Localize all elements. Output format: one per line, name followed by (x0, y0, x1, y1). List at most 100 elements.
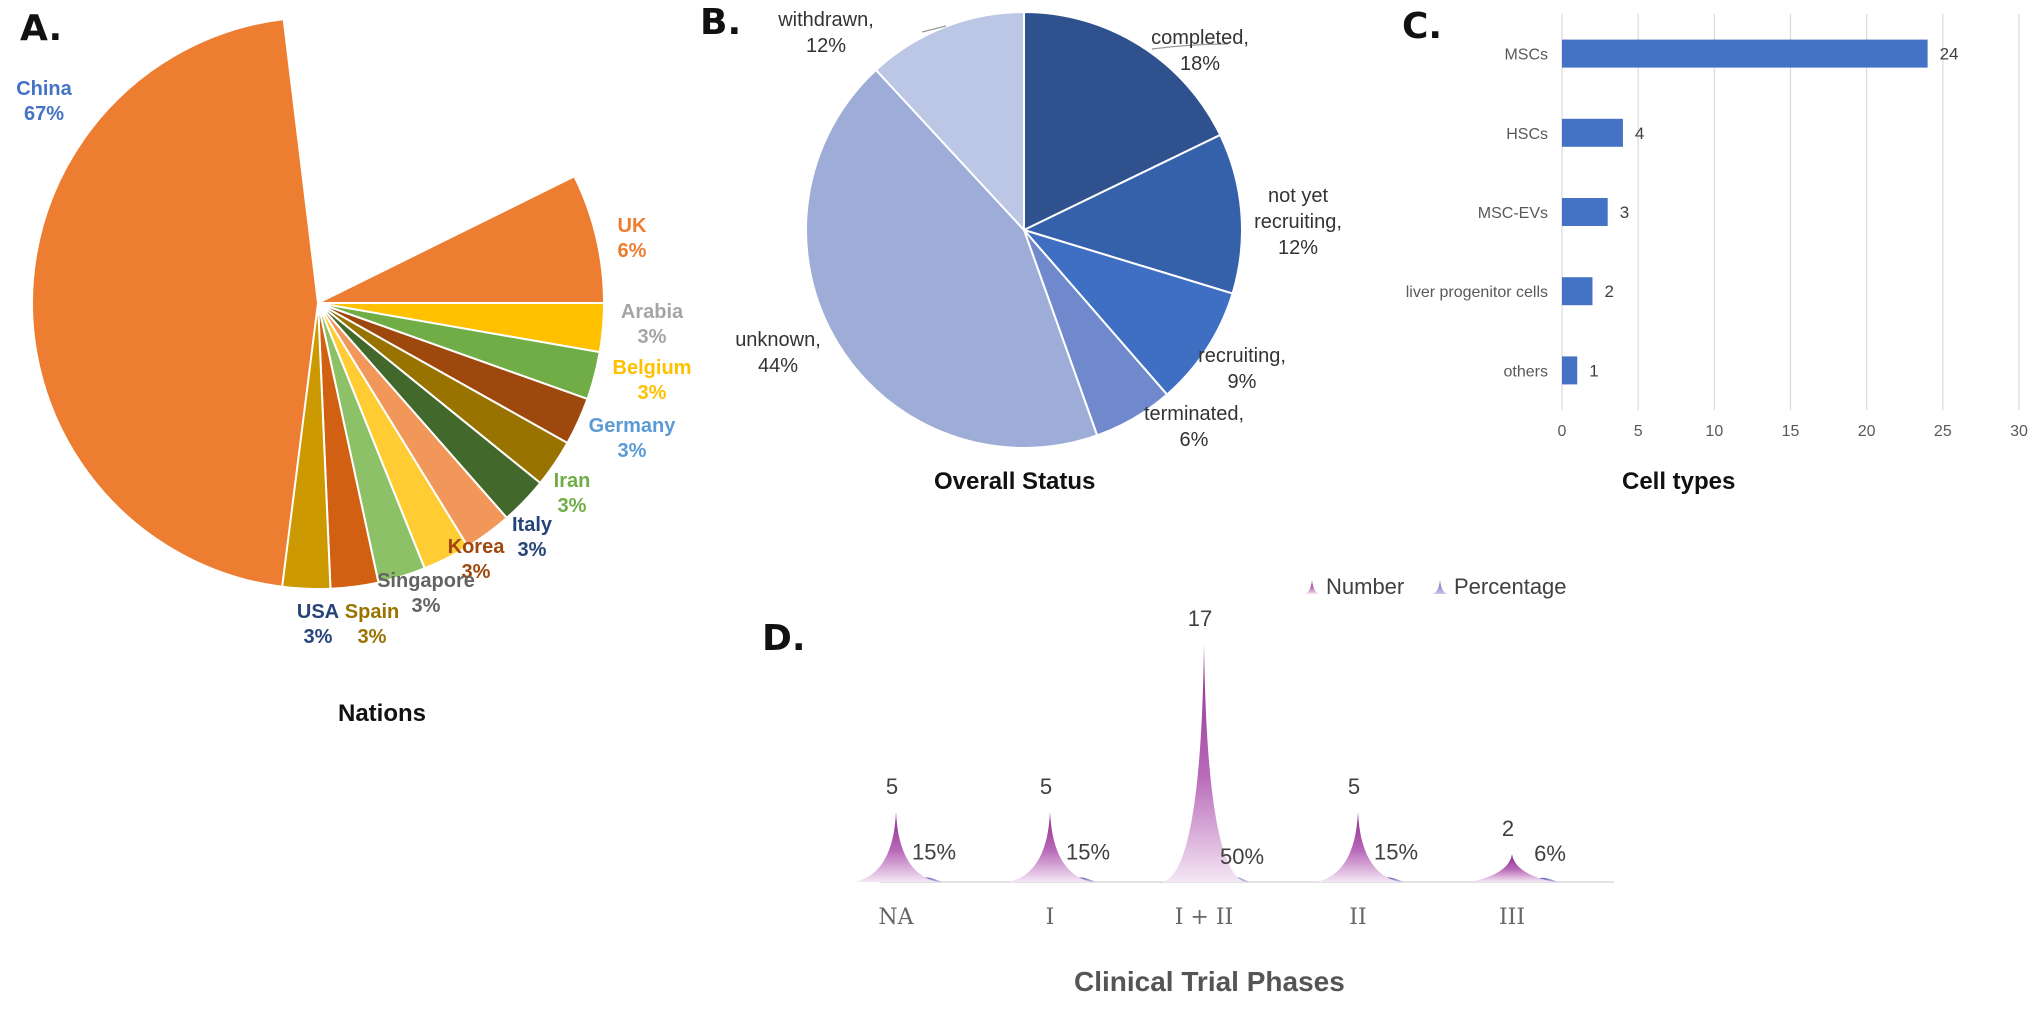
status-label-line-terminated-0: terminated, (1144, 403, 1244, 425)
phases-number-spike-iii (1470, 854, 1554, 882)
status-label-line-withdrawn-1: 12% (806, 35, 846, 57)
nations-label-pct-arabia: 3% (638, 326, 667, 348)
status-leader-withdrawn (921, 25, 947, 33)
status-label-recruiting: recruiting, 9% (1198, 345, 1286, 393)
phases-number-spike-i-ii (1162, 644, 1246, 882)
panel-letter-a: A. (20, 8, 63, 49)
phases-number-spike-na (854, 812, 938, 882)
nations-label-pct-italy: 3% (518, 539, 547, 561)
nations-label-name-italy: Italy (512, 514, 553, 536)
phases-chart-title: Clinical Trial Phases (1074, 966, 1345, 997)
cell-types-xtick-30: 30 (2010, 423, 2028, 440)
cell-types-chart-title: Cell types (1622, 468, 1736, 495)
cell-types-xtick-20: 20 (1858, 423, 1876, 440)
nations-label-name-belgium: Belgium (613, 357, 692, 379)
nations-label-china: China 67% (16, 78, 72, 125)
cell-types-xtick-25: 25 (1934, 423, 1952, 440)
cell-types-bar-msc-evs (1562, 198, 1608, 226)
nations-label-name-usa: USA (297, 601, 339, 623)
panel-letter-b: B. (700, 2, 742, 43)
status-label-unknown: unknown,44% (735, 329, 821, 377)
cell-types-bar-hscs (1562, 118, 1623, 147)
cell-types-xtick-0: 0 (1558, 423, 1567, 440)
phases-percentage-label-i: 15% (1066, 840, 1110, 865)
nations-label-arabia: Arabia 3% (621, 301, 684, 348)
status-slice-withdrawn (874, 10, 1025, 233)
phases-legend-marker-number (1305, 580, 1319, 594)
cell-types-xtick-10: 10 (1705, 423, 1723, 440)
nations-label-name-uk: UK (618, 215, 647, 237)
phases-percentage-label-ii: 15% (1374, 840, 1418, 865)
status-slice-not-yet-recruiting (1021, 133, 1243, 295)
nations-label-uk: UK 6% (618, 215, 647, 262)
phases-category-iii: III (1499, 905, 1525, 930)
cell-types-value-hscs: 4 (1635, 124, 1644, 143)
nations-label-pct-china: 67% (24, 103, 64, 125)
status-label-line-completed-0: completed, (1151, 27, 1249, 49)
phases-number-spike-i (1008, 812, 1092, 882)
status-label-not-yet-recruiting: not yet recruiting, 12% (1254, 185, 1342, 259)
status-label-line-recruiting-0: recruiting, (1198, 345, 1286, 367)
nations-label-pct-iran: 3% (558, 495, 587, 517)
phases-legend-label-percentage: Percentage (1454, 574, 1567, 599)
nations-label-pct-singapore: 3% (412, 595, 441, 617)
status-label-line-not-yet-recruiting-1: recruiting, (1254, 211, 1342, 233)
status-slice-recruiting (1020, 228, 1234, 396)
cell-types-category-others: others (1504, 363, 1548, 380)
status-slice-unknown (805, 68, 1099, 449)
status-label-line-not-yet-recruiting-2: 12% (1278, 237, 1318, 259)
nations-label-name-germany: Germany (589, 415, 677, 437)
nations-label-italy: Italy 3% (512, 514, 553, 561)
nations-label-pct-uk: 6% (618, 240, 647, 262)
nations-chart-title: Nations (338, 700, 427, 727)
nations-label-pct-usa: 3% (304, 626, 333, 648)
cell-types-xtick-15: 15 (1782, 423, 1800, 440)
status-label-line-unknown-0: unknown, (735, 329, 821, 351)
nations-label-korea: Korea 3% (448, 536, 506, 583)
cell-types-xtick-5: 5 (1634, 423, 1643, 440)
phases-percentage-label-na: 15% (912, 840, 956, 865)
cell-types-bar-mscs (1562, 39, 1928, 68)
cell-types-value-others: 1 (1589, 361, 1598, 380)
status-leader-completed (1151, 43, 1229, 50)
phases-category-na: NA (878, 905, 914, 930)
phases-legend-label-number: Number (1326, 574, 1404, 599)
status-label-line-not-yet-recruiting-0: not yet (1268, 185, 1328, 207)
phases-category-i-ii: I + II (1175, 905, 1234, 930)
phases-number-label-ii: 5 (1348, 774, 1360, 799)
nations-slice-usa (281, 302, 332, 590)
cell-types-value-msc-evs: 3 (1620, 203, 1629, 222)
nations-label-pct-korea: 3% (462, 561, 491, 583)
nations-label-name-korea: Korea (448, 536, 506, 558)
nations-label-name-singapore: Singapore (377, 570, 475, 592)
phases-number-label-i-ii: 17 (1188, 606, 1212, 631)
cell-types-bar-others (1562, 356, 1578, 385)
panel-letter-c: C. (1402, 6, 1443, 47)
phases-legend-marker-percentage (1433, 580, 1447, 594)
nations-label-singapore: Singapore 3% (377, 570, 475, 617)
status-label-line-recruiting-1: 9% (1228, 371, 1257, 393)
status-label-line-withdrawn-0: withdrawn, (777, 9, 874, 31)
status-label-line-completed-1: 18% (1180, 53, 1220, 75)
nations-label-name-iran: Iran (554, 470, 591, 492)
cell-types-value-liver-progenitor-cells: 2 (1604, 282, 1613, 301)
nations-label-name-spain: Spain (345, 601, 399, 623)
nations-label-name-china: China (16, 78, 72, 100)
phases-number-label-i: 5 (1040, 774, 1052, 799)
status-label-terminated: terminated,6% (1144, 403, 1244, 451)
phases-percentage-label-iii: 6% (1534, 841, 1566, 866)
cell-types-value-mscs: 24 (1940, 45, 1959, 64)
nations-label-spain: Spain 3% (345, 601, 399, 648)
phases-number-spike-ii (1316, 812, 1400, 882)
phases-percentage-label-i-ii: 50% (1220, 844, 1264, 869)
phases-number-label-na: 5 (886, 774, 898, 799)
nations-label-pct-spain: 3% (358, 626, 387, 648)
nations-label-name-arabia: Arabia (621, 301, 684, 323)
cell-types-bar-liver-progenitor-cells (1562, 277, 1593, 306)
status-chart-title: Overall Status (934, 468, 1096, 495)
cell-types-category-hscs: HSCs (1506, 126, 1548, 143)
